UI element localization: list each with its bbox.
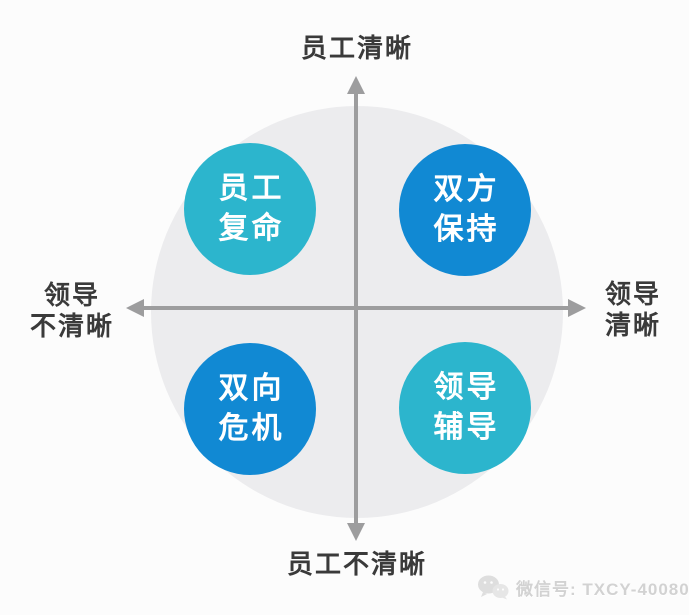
axis-label-left-line1: 领导 <box>43 280 100 310</box>
axis-label-right: 领导 清晰 <box>590 279 676 341</box>
arrow-up-icon <box>347 76 365 94</box>
arrow-right-icon <box>568 299 586 317</box>
quadrant-label-line2: 辅导 <box>433 411 500 444</box>
arrow-left-icon <box>126 299 144 317</box>
axis-label-right-line1: 领导 <box>604 279 661 309</box>
quadrant-circle-bottom-left: 双向 危机 <box>184 343 316 475</box>
quadrant-circle-top-left: 员工 复命 <box>184 143 316 275</box>
quadrant-label-line2: 复命 <box>218 212 285 245</box>
quadrant-label-line2: 保持 <box>433 213 500 246</box>
quadrant-circle-top-right: 双方 保持 <box>399 144 531 276</box>
quadrant-label-line1: 双方 <box>433 173 500 206</box>
watermark: 微信号: TXCY-400800 <box>477 574 689 600</box>
axis-label-left: 领导 不清晰 <box>8 280 136 342</box>
horizontal-axis-line <box>142 306 572 310</box>
axis-label-top: 员工清晰 <box>300 33 413 63</box>
quadrant-label-line2: 危机 <box>218 412 285 445</box>
axis-label-left-line2: 不清晰 <box>29 311 114 341</box>
arrow-down-icon <box>347 523 365 541</box>
axis-label-right-line2: 清晰 <box>604 310 661 340</box>
wechat-icon <box>477 574 509 600</box>
watermark-text: 微信号: TXCY-400800 <box>516 579 689 599</box>
quadrant-label-line1: 双向 <box>218 372 285 405</box>
quadrant-label-line1: 员工 <box>218 172 285 205</box>
quadrant-circle-bottom-right: 领导 辅导 <box>399 342 531 474</box>
quadrant-label-line1: 领导 <box>433 371 500 404</box>
axis-label-bottom: 员工不清晰 <box>286 549 427 579</box>
